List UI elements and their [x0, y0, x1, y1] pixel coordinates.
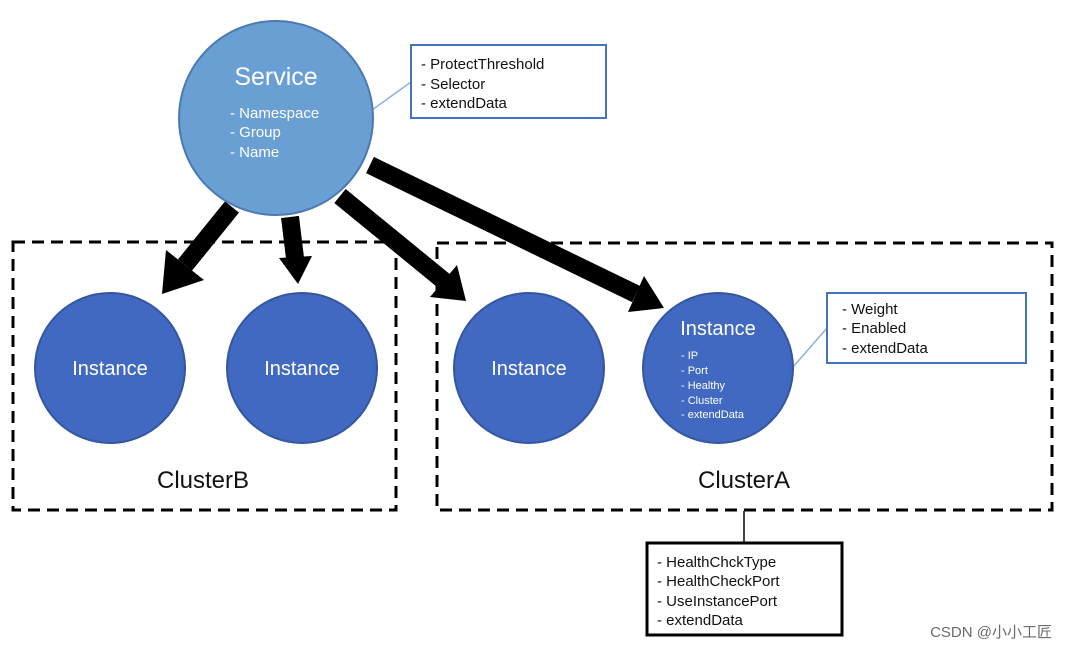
instance-b1-circle[interactable] [34, 292, 186, 444]
service-note-line-3: - extendData [421, 95, 508, 112]
cluster-note-line-3: - UseInstancePort [657, 593, 778, 610]
cluster-a-label: ClusterA [698, 467, 790, 494]
instance-a2-field-extenddata: - extendData [681, 409, 745, 421]
cluster-b-label: ClusterB [157, 467, 249, 494]
service-title: Service [234, 63, 317, 91]
instance-a2-field-healthy: - Healthy [681, 380, 726, 392]
instance-note-box [826, 292, 1027, 364]
instance-note-line-3: - extendData [842, 340, 929, 357]
service-note-line-2: - Selector [421, 76, 485, 93]
service-field-name: - Name [230, 144, 279, 161]
service-note-box [410, 44, 607, 119]
arrow-service-to-a1 [334, 189, 466, 301]
cluster-note-line-1: - HealthChckType [657, 554, 776, 571]
instance-b2-label: Instance [264, 358, 340, 380]
watermark-text: CSDN @小小工匠 [930, 624, 1052, 641]
service-field-group: - Group [230, 124, 281, 141]
instance-a1-label: Instance [491, 358, 567, 380]
service-field-namespace: - Namespace [230, 105, 319, 122]
cluster-note-line-4: - extendData [657, 612, 744, 629]
instance-a2-field-cluster: - Cluster [681, 395, 723, 407]
instance-note-line-2: - Enabled [842, 320, 906, 337]
cluster-note-box [645, 541, 844, 637]
instance-note-line-1: - Weight [842, 301, 898, 318]
instance-note-connector [792, 327, 828, 368]
instance-b2-circle[interactable] [226, 292, 378, 444]
instance-a2-title: Instance [680, 318, 756, 340]
service-note-line-1: - ProtectThreshold [421, 56, 544, 73]
arrow-service-to-b2 [279, 215, 312, 284]
instance-b1-label: Instance [72, 358, 148, 380]
instance-a1-circle[interactable] [453, 292, 605, 444]
service-note-connector [371, 81, 412, 111]
instance-a2-field-port: - Port [681, 365, 708, 377]
instance-a2-field-ip: - IP [681, 350, 698, 362]
arrow-service-to-a2 [366, 156, 664, 312]
instance-a2-circle[interactable] [642, 292, 794, 444]
arrow-service-to-b1 [162, 201, 239, 294]
cluster-a-box [435, 241, 1054, 512]
cluster-note-line-2: - HealthCheckPort [657, 573, 780, 590]
service-circle[interactable] [178, 20, 374, 216]
